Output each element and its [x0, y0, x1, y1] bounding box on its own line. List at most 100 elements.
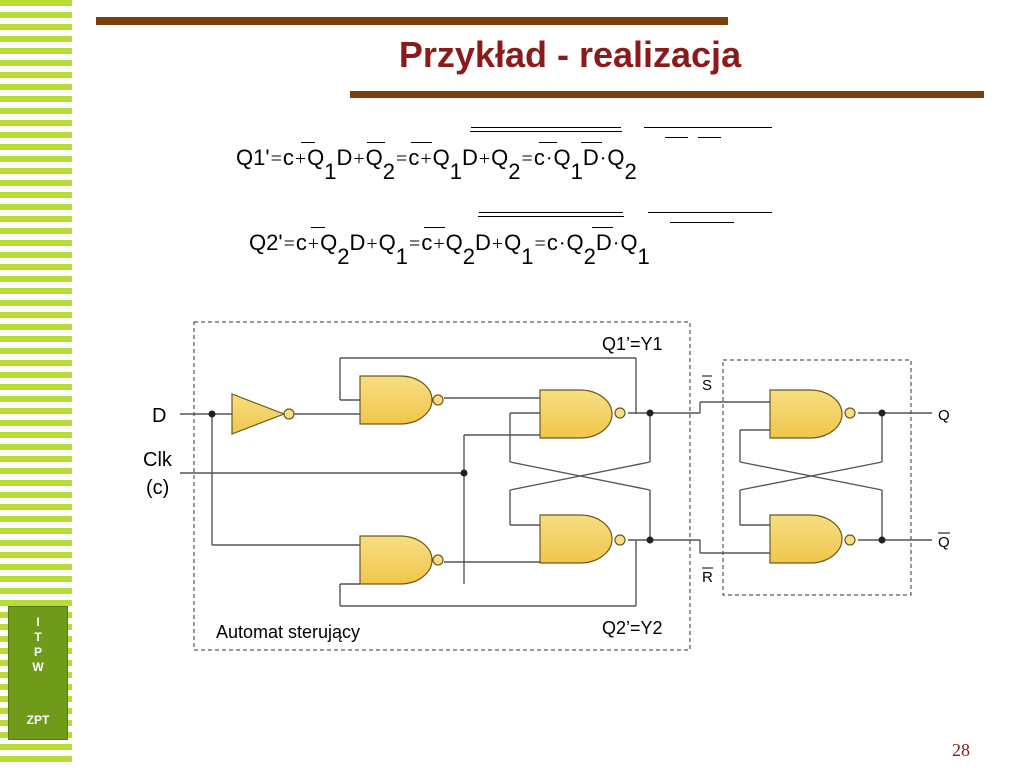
overbar: [665, 137, 688, 138]
equation-q2: Q2'=c+Q2D+Q1=c+Q2D+Q1=c·Q2D·Q1: [249, 230, 650, 268]
eq-term: D: [349, 230, 366, 255]
eq-sign: =: [396, 148, 408, 170]
eq-term: D: [582, 145, 599, 170]
overbar: [648, 212, 772, 213]
eq-sign: =: [283, 233, 295, 255]
eq1-lhs: Q1': [236, 145, 270, 170]
overbar: [411, 142, 432, 143]
eq-sign: =: [270, 148, 282, 170]
overbar: [471, 127, 621, 128]
eq-term: Q: [620, 230, 638, 255]
overbar: [478, 216, 624, 217]
label-y1: Q1’=Y1: [602, 334, 663, 354]
equation-q1: Q1'=c+Q1D+Q2=c+Q1D+Q2=c·Q1D·Q2: [236, 145, 637, 183]
dot-sign: ·: [612, 233, 620, 255]
eq-term: Q: [445, 230, 463, 255]
label-r: R: [702, 569, 713, 586]
overbar: [479, 212, 623, 213]
eq-term: c: [546, 230, 558, 255]
eq-term: c: [421, 230, 433, 255]
latch-nand-upper: [769, 389, 856, 439]
eq-term: c: [533, 145, 545, 170]
label-y2: Q2’=Y2: [602, 618, 663, 638]
plus-sign: +: [478, 148, 491, 170]
logo-letter: P: [33, 645, 42, 659]
nand-gate-input-2: [359, 535, 444, 585]
overbar: [539, 142, 557, 143]
label-c: (c): [146, 477, 169, 499]
eq-term: Q: [553, 145, 571, 170]
overbar: [470, 131, 622, 132]
dot-sign: ·: [545, 148, 553, 170]
logo-subtitle: ZPT: [26, 713, 50, 727]
nand-gate-upper: [539, 389, 626, 439]
control-block-frame: [193, 321, 691, 651]
eq-subscript: 1: [521, 244, 534, 269]
top-decoration-bar: [96, 17, 728, 25]
eq-subscript: 2: [624, 159, 637, 184]
junction-dots: [208, 409, 886, 544]
nand-gate-input-1: [359, 375, 444, 425]
latch-nand-lower: [769, 514, 856, 564]
block-label: Automat sterujący: [216, 622, 360, 642]
logo-letter: I: [36, 615, 40, 629]
eq-term: Q: [491, 145, 509, 170]
eq-term: Q: [365, 145, 383, 170]
eq-term: D: [461, 145, 478, 170]
inverter-gate: [231, 393, 295, 435]
plus-sign: +: [491, 233, 504, 255]
plus-sign: +: [433, 233, 445, 255]
eq-term: Q: [607, 145, 625, 170]
dot-sign: ·: [599, 148, 607, 170]
overbar: [301, 142, 315, 143]
label-d: D: [152, 405, 166, 427]
slide-title: Przykład - realizacja: [398, 34, 742, 75]
eq2-lhs: Q2': [249, 230, 283, 255]
eq-subscript: 2: [462, 244, 475, 269]
itpw-logo: I T P W ZPT: [8, 606, 68, 740]
eq-term: c: [295, 230, 307, 255]
eq-subscript: 2: [583, 244, 596, 269]
eq-term: D: [336, 145, 353, 170]
overbar: [698, 137, 721, 138]
title-underline-bar: [350, 91, 984, 98]
overbar: [424, 227, 445, 228]
label-s: S: [702, 377, 712, 394]
plus-sign: +: [366, 233, 378, 255]
eq-subscript: 2: [382, 159, 396, 184]
wires: [180, 357, 932, 607]
latch-block-frame: [722, 359, 912, 596]
label-q: Q: [938, 407, 950, 424]
dot-sign: ·: [558, 233, 566, 255]
page-number: 28: [952, 740, 970, 760]
plus-sign: +: [294, 148, 307, 170]
overbar: [644, 127, 772, 128]
eq-sign: =: [534, 233, 546, 255]
label-qbar: Q: [938, 534, 950, 551]
eq-term: Q: [504, 230, 522, 255]
overbar: [311, 227, 325, 228]
eq-term: Q: [307, 145, 325, 170]
eq-subscript: 2: [508, 159, 521, 184]
eq-sign: =: [409, 233, 421, 255]
eq-term: D: [474, 230, 491, 255]
overbar: [367, 142, 385, 143]
eq-subscript: 1: [395, 244, 409, 269]
eq-term: Q: [320, 230, 338, 255]
eq-subscript: 1: [449, 159, 462, 184]
plus-sign: +: [353, 148, 365, 170]
eq-subscript: 1: [324, 159, 337, 184]
eq-term: D: [595, 230, 612, 255]
overbar: [581, 142, 602, 143]
logo-letter: W: [32, 660, 44, 674]
eq-subscript: 1: [570, 159, 583, 184]
eq-term: Q: [432, 145, 450, 170]
logo-letter: T: [34, 630, 42, 644]
eq-term: Q: [378, 230, 396, 255]
eq-term: c: [408, 145, 420, 170]
eq-subscript: 2: [337, 244, 350, 269]
label-clk: Clk: [143, 449, 173, 471]
overbar: [592, 227, 613, 228]
overbar: [670, 222, 734, 223]
